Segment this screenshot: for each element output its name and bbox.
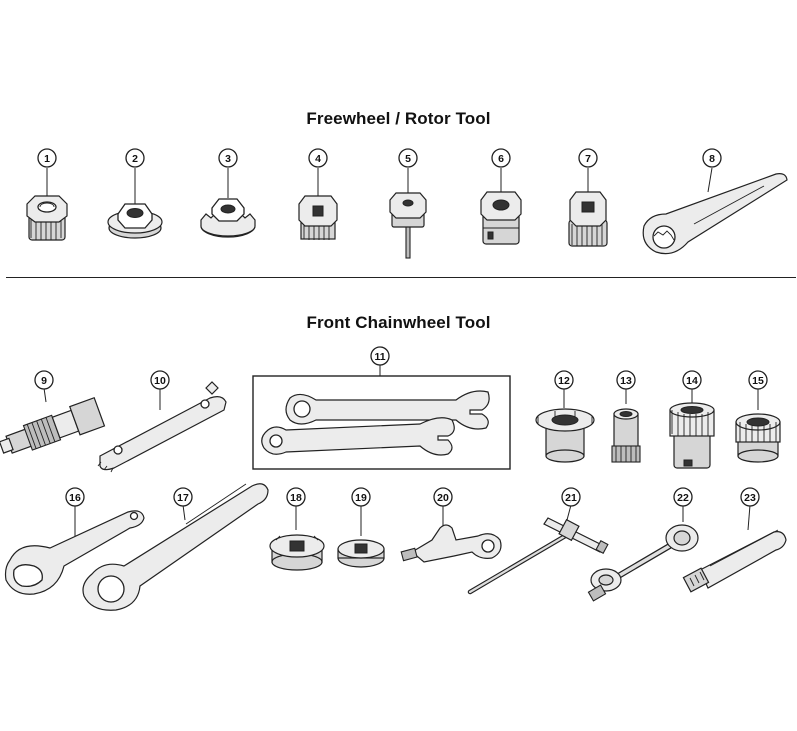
tool-20: 20 (400, 487, 502, 563)
tool-1: 1 (26, 148, 68, 241)
section-divider (6, 277, 796, 278)
tool-9: 9 (0, 370, 106, 454)
callout-14: 14 (686, 375, 698, 387)
section-title-freewheel-rotor-tool: Freewheel / Rotor Tool (306, 109, 491, 128)
callout-5: 5 (405, 153, 411, 165)
callout-19: 19 (355, 492, 367, 504)
tool-7: 7 (568, 148, 608, 247)
callout-11: 11 (374, 351, 385, 363)
callout-17: 17 (177, 492, 189, 504)
callout-15: 15 (752, 375, 764, 387)
tool-2: 2 (107, 148, 163, 239)
tool-13: 13 (611, 370, 641, 463)
tool-6: 6 (480, 148, 522, 245)
callout-9: 9 (41, 375, 47, 387)
tool-14: 14 (669, 370, 715, 469)
tool-22: 22 (587, 487, 699, 602)
callout-4: 4 (315, 153, 321, 165)
tool-17: 17 (82, 483, 269, 611)
callout-8: 8 (709, 153, 715, 165)
tool-12: 12 (535, 370, 595, 463)
callout-7: 7 (585, 153, 591, 165)
tool-8: 8 (642, 148, 788, 255)
callout-13: 13 (620, 375, 632, 387)
callout-16: 16 (69, 492, 81, 504)
callout-12: 12 (558, 375, 570, 387)
callout-22: 22 (677, 492, 689, 504)
callout-3: 3 (225, 153, 231, 165)
tool-23: 23 (682, 487, 787, 593)
tool-21: 21 (467, 487, 609, 595)
callout-2: 2 (132, 153, 138, 165)
tool-18: 18 (269, 487, 325, 571)
callout-18: 18 (290, 492, 302, 504)
callout-1: 1 (44, 153, 50, 165)
tool-11-frame (252, 375, 511, 470)
tool-19: 19 (337, 487, 385, 568)
tool-3: 3 (200, 148, 256, 238)
tool-4: 4 (298, 148, 338, 240)
tool-16: 16 (4, 487, 145, 595)
tool-5: 5 (389, 148, 427, 259)
tool-15: 15 (735, 370, 781, 463)
tool-11: 11 (252, 346, 511, 470)
callout-23: 23 (744, 492, 756, 504)
callout-21: 21 (565, 492, 577, 504)
callout-6: 6 (498, 153, 504, 165)
section-title-front-chainwheel-tool: Front Chainwheel Tool (306, 313, 491, 332)
callout-20: 20 (437, 492, 449, 504)
tool-10: 10 (97, 370, 227, 473)
callout-10: 10 (154, 375, 166, 387)
